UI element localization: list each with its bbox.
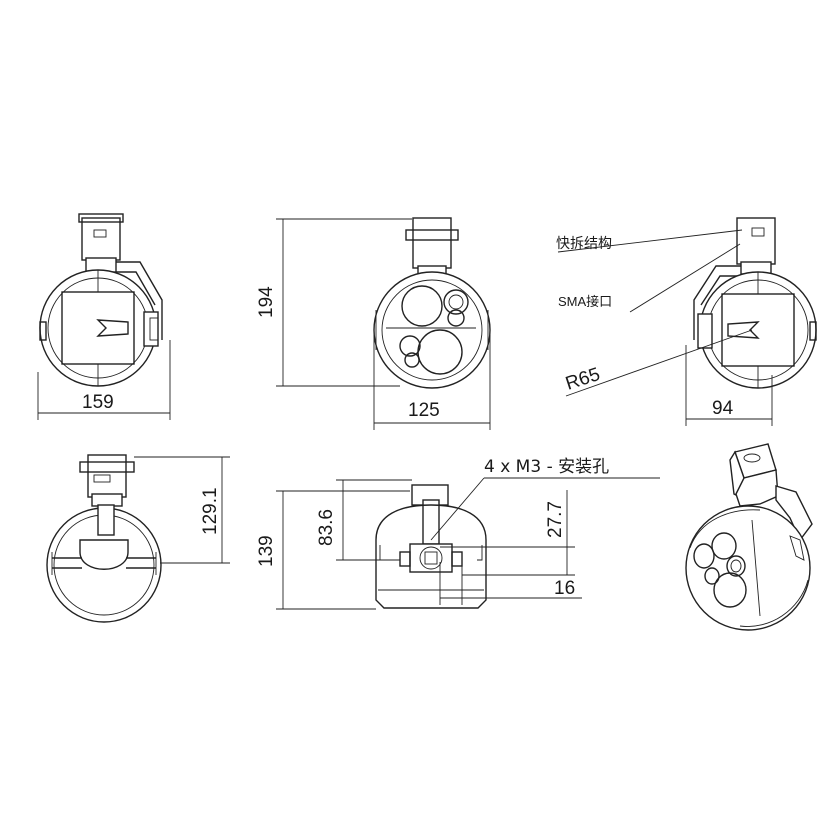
dim-side-width: 125 xyxy=(408,400,440,421)
dim-top-inner-height: 83.6 xyxy=(316,509,337,546)
isometric-view xyxy=(685,443,813,631)
mount-view: 4 x M3 - 安装孔 139 83.6 27.7 16 xyxy=(256,457,660,610)
dim-hole-offset-horizontal: 16 xyxy=(554,578,575,599)
dim-rear-width: 94 xyxy=(712,398,734,419)
front-view: 159 xyxy=(37,213,171,420)
label-radius: R65 xyxy=(563,364,603,395)
dim-hole-offset-vertical: 27.7 xyxy=(545,501,566,538)
dim-front-width: 159 xyxy=(82,392,114,413)
sensor-view: 194 125 xyxy=(256,217,491,430)
label-sma-port: SMA接口 xyxy=(558,294,612,309)
dim-top-total-height: 139 xyxy=(256,535,277,567)
dim-bottom-height: 129.1 xyxy=(200,487,221,535)
rear-view: 快拆结构 SMA接口 R65 94 xyxy=(556,217,817,426)
label-mount-holes: 4 x M3 - 安装孔 xyxy=(484,457,609,477)
bottom-profile-view: 129.1 xyxy=(46,454,230,623)
label-quick-release: 快拆结构 xyxy=(556,236,612,252)
dim-side-height: 194 xyxy=(256,286,277,318)
